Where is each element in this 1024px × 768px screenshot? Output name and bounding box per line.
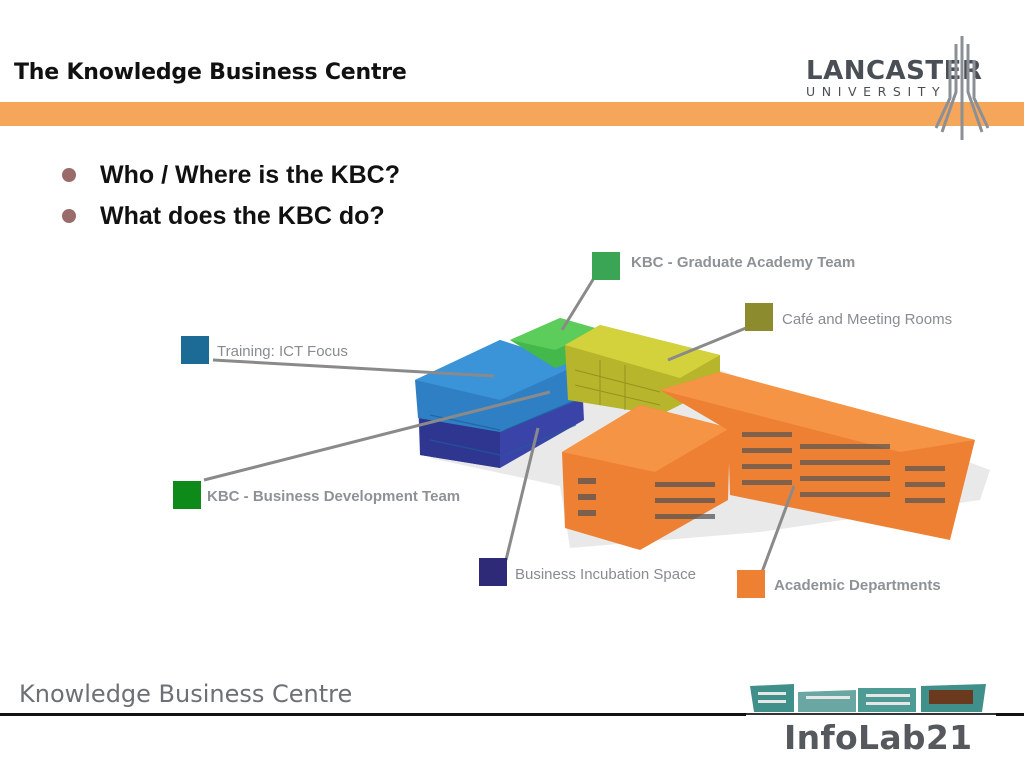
bullet-item: Who / Where is the KBC? [62, 156, 400, 197]
bullet-item: What does the KBC do? [62, 197, 400, 238]
page-title: The Knowledge Business Centre [14, 60, 407, 85]
graduate-academy-swatch [592, 252, 620, 280]
business-development-swatch [173, 481, 201, 509]
graduate-academy-label: KBC - Graduate Academy Team [631, 254, 856, 271]
cafe-label: Café and Meeting Rooms [782, 311, 953, 328]
cafe-swatch [745, 303, 773, 331]
incubation-label: Business Incubation Space [515, 566, 696, 583]
academic-departments-swatch [737, 570, 765, 598]
logo-line-2: UNIVERSITY [806, 84, 947, 99]
footer-divider [0, 713, 1024, 716]
bullet-text: Who / Where is the KBC? [100, 161, 400, 189]
header-band [0, 102, 1024, 126]
lancaster-logo-icon [934, 36, 990, 140]
academic-departments-label: Academic Departments [774, 577, 941, 594]
business-development-label: KBC - Business Development Team [207, 488, 461, 505]
training-swatch [181, 336, 209, 364]
bullet-list: Who / Where is the KBC? What does the KB… [62, 156, 400, 238]
bullet-dot-icon [62, 168, 76, 182]
incubation-swatch [479, 558, 507, 586]
university-logo: LANCASTER UNIVERSITY [806, 56, 982, 99]
infolab-brand: InfoLab21 [784, 718, 973, 757]
logo-line-1: LANCASTER [806, 56, 983, 86]
bullet-text: What does the KBC do? [100, 202, 385, 230]
training-label: Training: ICT Focus [217, 343, 348, 360]
infolab-building-icon [746, 684, 996, 716]
bullet-dot-icon [62, 209, 76, 223]
footer-title: Knowledge Business Centre [19, 680, 353, 708]
